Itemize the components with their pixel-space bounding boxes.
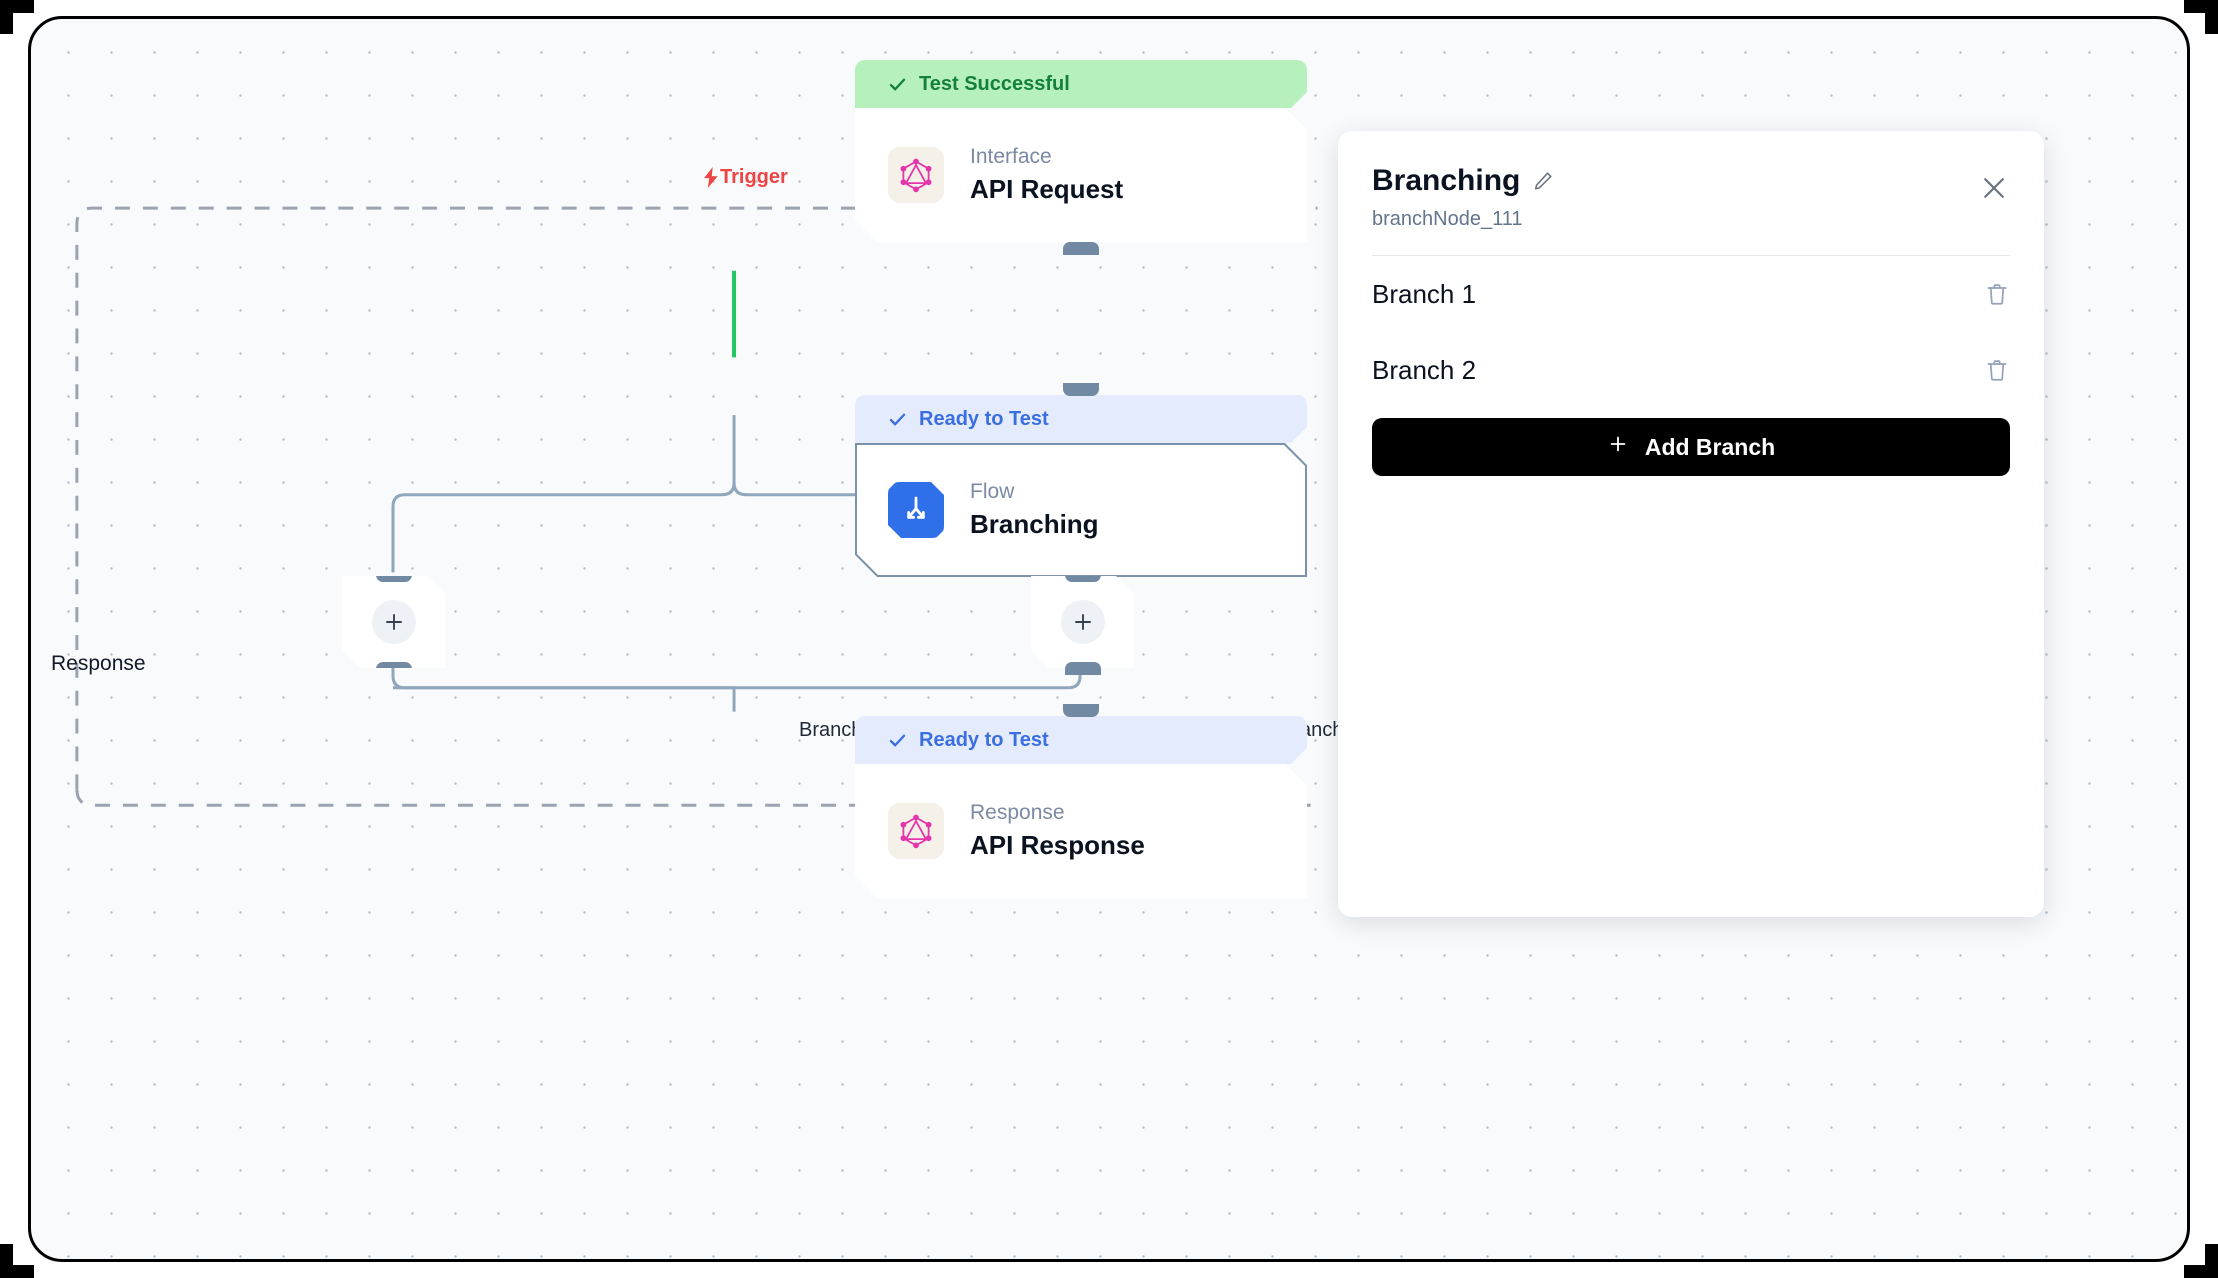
node-kind: Interface xyxy=(970,145,1052,169)
edge-merge-to-response xyxy=(392,686,736,712)
node-api-response[interactable]: Ready to Test Response xyxy=(855,704,1307,898)
add-card-handle-top[interactable] xyxy=(376,569,412,582)
branch-name: Branch 2 xyxy=(1372,354,1477,385)
add-branch-button[interactable]: Add Branch xyxy=(1372,418,2010,476)
panel-title-row: Branching xyxy=(1372,163,2010,199)
lightning-bolt-icon xyxy=(704,167,719,188)
close-icon[interactable] xyxy=(1974,168,2014,208)
node-handle-bottom[interactable] xyxy=(1063,242,1099,255)
crop-mark-bottom-right xyxy=(2184,1244,2218,1278)
edge-branch-1-out xyxy=(391,415,736,573)
node-status-text: Test Successful xyxy=(919,72,1070,95)
node-handle-top[interactable] xyxy=(1063,704,1099,717)
branch-config-panel[interactable]: Branching branchNode_111 Branch 1 xyxy=(1338,131,2044,917)
branch-row[interactable]: Branch 1 xyxy=(1372,256,2010,332)
panel-divider xyxy=(1372,255,2010,256)
add-card-branch-2-handle-bottom[interactable] xyxy=(1065,662,1101,675)
flow-branch-icon xyxy=(888,482,944,538)
trash-icon[interactable] xyxy=(1984,357,2010,383)
node-text-api-request: Interface API Request xyxy=(970,145,1123,204)
trigger-label: Trigger xyxy=(704,166,788,189)
graphql-icon xyxy=(888,147,944,203)
node-status-text: Ready to Test xyxy=(919,728,1049,751)
node-body-api-response[interactable]: Response API Response xyxy=(855,764,1307,898)
node-kind: Response xyxy=(970,801,1065,825)
response-label: Response xyxy=(51,652,146,675)
node-title: API Response xyxy=(970,829,1145,860)
branch-name: Branch 1 xyxy=(1372,278,1477,309)
node-body-branching[interactable]: Flow Branching xyxy=(855,443,1307,577)
node-body-api-request[interactable]: Interface API Request xyxy=(855,108,1307,242)
branch-list: Branch 1 Branch 2 xyxy=(1338,256,2044,408)
add-card-handle-bottom[interactable] xyxy=(376,662,412,675)
panel-title: Branching xyxy=(1372,164,1521,197)
trigger-label-text: Trigger xyxy=(720,166,788,188)
node-branching[interactable]: Ready to Test Flow Branching xyxy=(855,383,1307,590)
pencil-icon[interactable] xyxy=(1532,170,1554,192)
graphql-icon xyxy=(888,803,944,859)
panel-header: Branching branchNode_111 xyxy=(1338,131,2044,231)
add-branch-label: Add Branch xyxy=(1644,433,1776,460)
node-status-api-response: Ready to Test xyxy=(855,716,1307,764)
plus-icon[interactable] xyxy=(1061,600,1105,644)
crop-mark-bottom-left xyxy=(0,1244,34,1278)
plus-icon[interactable] xyxy=(372,600,416,644)
node-status-api-request: Test Successful xyxy=(855,60,1307,108)
node-status-branching: Ready to Test xyxy=(855,395,1307,443)
check-icon xyxy=(888,410,907,429)
branch-row[interactable]: Branch 2 xyxy=(1372,332,2010,408)
node-title: Branching xyxy=(970,508,1099,539)
edge-branch-1-merge xyxy=(391,663,1069,690)
plus-icon xyxy=(1607,433,1629,461)
add-node-card-branch-2[interactable] xyxy=(1031,576,1134,668)
trash-icon[interactable] xyxy=(1984,281,2010,307)
add-node-card-branch-1[interactable] xyxy=(342,576,445,668)
workflow-canvas[interactable]: Trigger Response Branch 1 Branch 2 Test … xyxy=(28,16,2190,1262)
check-icon xyxy=(888,731,907,750)
node-handle-top[interactable] xyxy=(1063,383,1099,396)
node-kind: Flow xyxy=(970,480,1015,504)
check-icon xyxy=(888,75,907,94)
node-api-request[interactable]: Test Successful Interfa xyxy=(855,60,1307,255)
crop-mark-top-left xyxy=(0,0,34,34)
node-title: API Request xyxy=(970,173,1124,204)
panel-subtitle: branchNode_111 xyxy=(1372,208,1523,230)
node-status-text: Ready to Test xyxy=(919,407,1049,430)
node-text-api-response: Response API Response xyxy=(970,801,1145,860)
node-text-branching: Flow Branching xyxy=(970,480,1099,539)
crop-mark-top-right xyxy=(2184,0,2218,34)
